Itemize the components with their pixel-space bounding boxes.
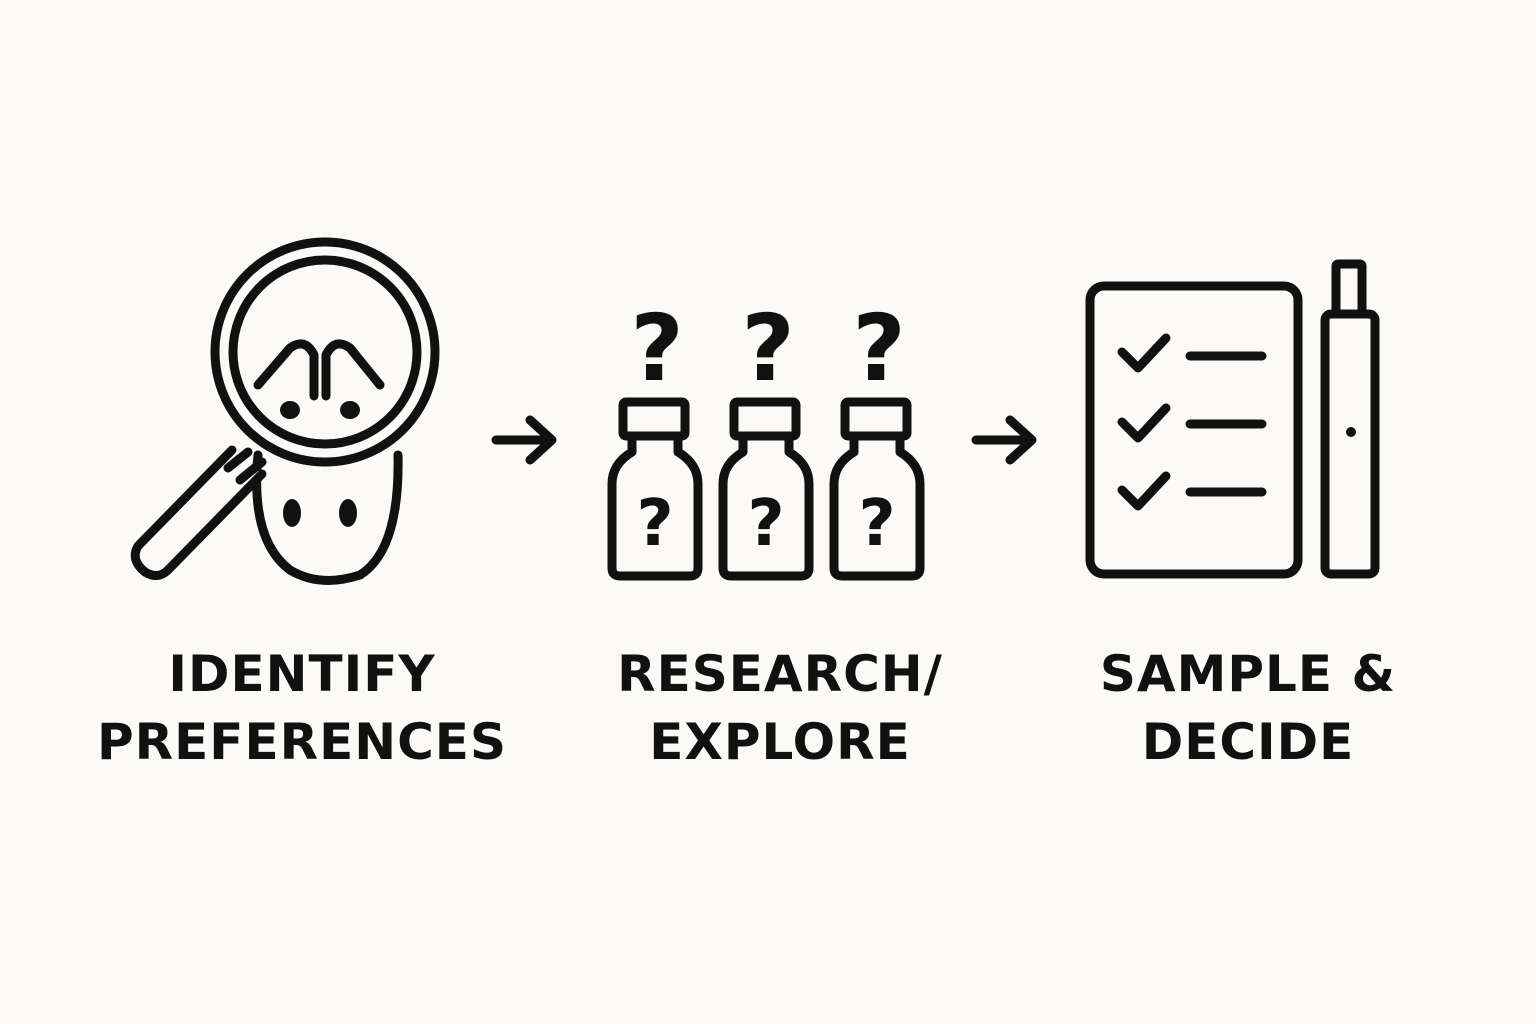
face-eye-left (283, 499, 301, 527)
question-mark-icon: ? (747, 487, 784, 561)
step-label-sample: SAMPLE &DECIDE (1099, 645, 1397, 771)
face-brow-right (321, 339, 385, 401)
face-eye-right (339, 499, 357, 527)
bottle-icon (829, 397, 925, 581)
bottle-icon (607, 397, 703, 581)
handle-joint (223, 447, 267, 485)
check-icon (1117, 403, 1171, 443)
pen-cap (1331, 259, 1367, 319)
magnifier-lens (228, 255, 422, 449)
checklist-pen-icon (1085, 259, 1380, 579)
checklist-lines (1185, 351, 1267, 497)
face-brow-left (253, 339, 319, 401)
face-inner-eye-left (280, 401, 300, 419)
question-mark-icon: ? (858, 487, 895, 561)
pen-button (1346, 427, 1356, 437)
face-inner-eye-right (340, 401, 360, 419)
check-icon (1117, 471, 1171, 511)
question-mark-icon: ? (630, 295, 683, 402)
question-mark-icon: ? (741, 295, 794, 402)
face-lower-outline (252, 450, 403, 585)
step-label-research: RESEARCH/EXPLORE (617, 645, 943, 771)
pen-body (1320, 309, 1380, 579)
check-icon (1117, 333, 1171, 373)
magnifier-face-icon (130, 237, 440, 585)
bottle-icon (718, 397, 814, 581)
question-mark-icon: ? (636, 487, 673, 561)
arrow-right-icon (491, 415, 557, 465)
question-mark-icon: ? (852, 295, 905, 402)
arrow-right-icon (971, 415, 1037, 465)
clipboard (1085, 281, 1303, 579)
handle (130, 445, 267, 580)
question-bottles-icon: ? ? ? ? ? ? (607, 295, 925, 581)
